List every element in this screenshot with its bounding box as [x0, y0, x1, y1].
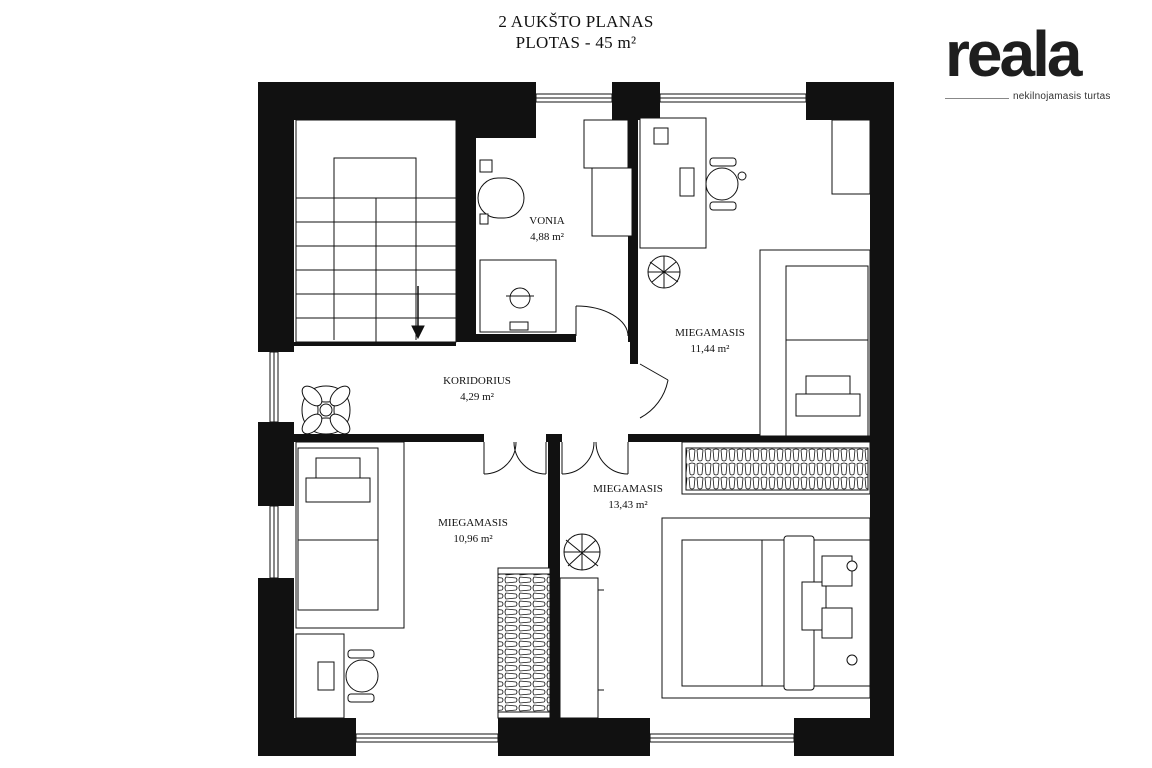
room-label-miegamasis-b: MIEGAMASIS 10,96 m²	[438, 517, 508, 545]
exterior-walls	[258, 82, 894, 756]
room-label-miegamasis-a: MIEGAMASIS 11,44 m²	[675, 327, 745, 355]
room-label-miegamasis-c: MIEGAMASIS 13,43 m²	[593, 483, 663, 511]
corridor-plant	[301, 385, 351, 435]
bedroom-c-furniture	[559, 441, 871, 719]
room-area: 10,96 m²	[453, 533, 493, 545]
room-area: 13,43 m²	[608, 499, 648, 511]
staircase	[295, 119, 457, 343]
room-area: 11,44 m²	[691, 343, 731, 355]
room-name: MIEGAMASIS	[438, 517, 508, 529]
room-name: VONIA	[529, 215, 564, 227]
logo-wordmark: reala	[945, 18, 1082, 90]
room-name: MIEGAMASIS	[593, 483, 663, 495]
doors	[483, 305, 669, 475]
interior-walls	[294, 120, 870, 718]
room-label-vonia: VONIA 4,88 m²	[529, 215, 564, 243]
room-name: KORIDORIUS	[443, 375, 511, 387]
room-label-koridorius: KORIDORIUS 4,29 m²	[443, 375, 511, 403]
windows	[269, 93, 807, 743]
room-area: 4,29 m²	[460, 391, 495, 403]
plan-title: 2 AUKŠTO PLANAS	[498, 12, 654, 31]
logo-divider	[945, 98, 1009, 99]
bedroom-a-furniture	[639, 117, 871, 437]
bathroom-fixtures	[477, 119, 633, 333]
reala-logo: reala nekilnojamasis turtas	[945, 18, 1125, 102]
room-name: MIEGAMASIS	[675, 327, 745, 339]
plan-area-total: PLOTAS - 45 m²	[515, 33, 637, 52]
logo-tagline: nekilnojamasis turtas	[1013, 91, 1111, 102]
bedroom-b-furniture	[295, 441, 551, 719]
room-area: 4,88 m²	[530, 231, 565, 243]
